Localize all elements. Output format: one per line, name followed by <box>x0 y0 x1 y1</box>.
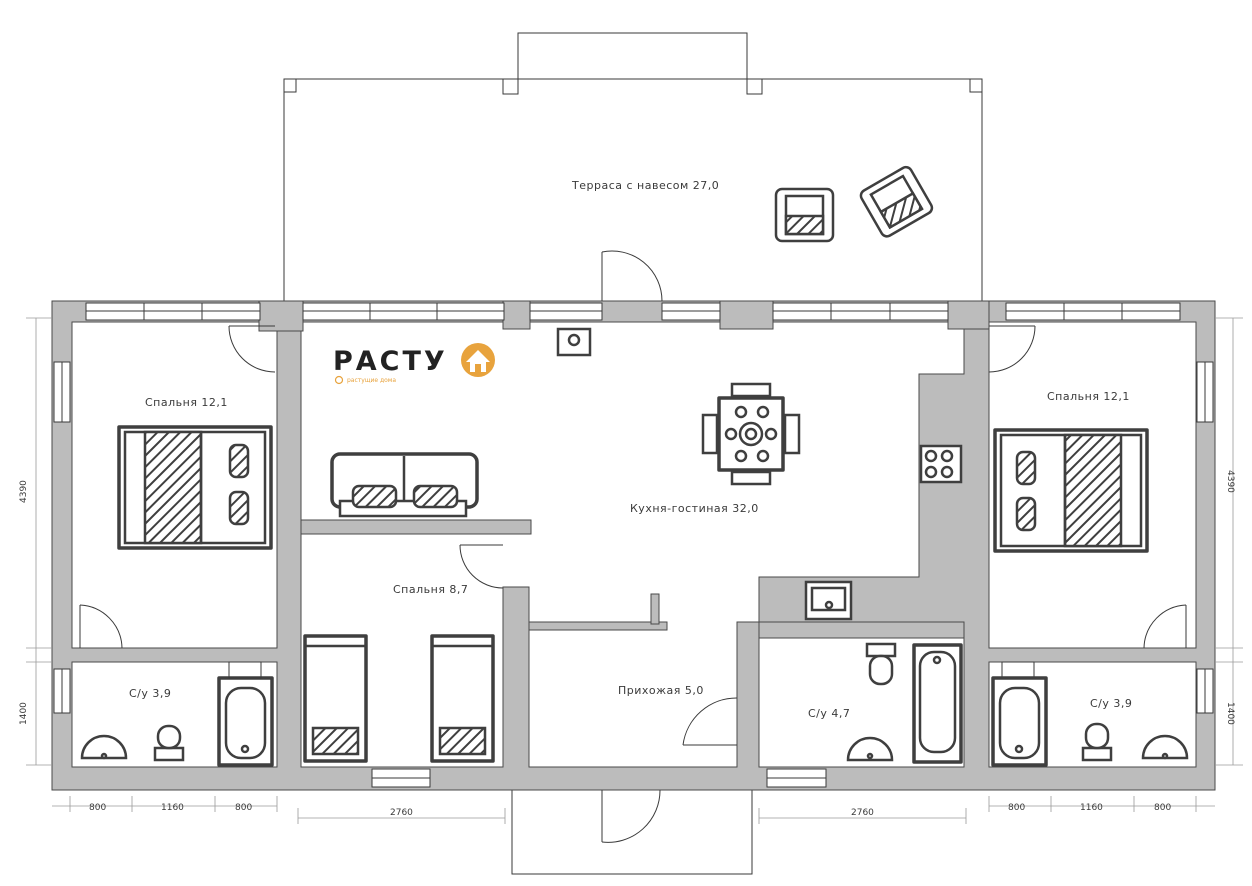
dim-bottom-right-3: 800 <box>1154 803 1171 813</box>
bed <box>117 425 273 550</box>
kitchen-sink <box>804 580 853 621</box>
boiler <box>556 327 592 357</box>
dim-bottom-right-2: 1160 <box>1080 803 1103 813</box>
terrace-post <box>502 78 519 95</box>
dim-bottom-right-1: 800 <box>1008 803 1025 813</box>
brand-tagline: растущие дома <box>347 377 396 384</box>
terrace-steps <box>517 32 748 80</box>
terrace-post <box>969 78 983 93</box>
bed <box>993 428 1149 553</box>
label-hallway: Прихожая 5,0 <box>618 684 704 697</box>
terrace-post <box>746 78 763 95</box>
single-bed <box>303 634 368 763</box>
dim-bottom-left-3: 800 <box>235 803 252 813</box>
pillar <box>502 300 531 330</box>
single-bed <box>430 634 495 763</box>
label-bedroom-right: Спальня 12,1 <box>1047 390 1130 403</box>
windows <box>53 302 1214 788</box>
terrace <box>283 32 983 302</box>
toilet <box>153 724 185 762</box>
back-porch <box>511 790 753 875</box>
label-bedroom-left: Спальня 12,1 <box>145 396 228 409</box>
label-bath-middle: С/у 4,7 <box>808 707 850 720</box>
sofa <box>330 452 479 518</box>
washbasin <box>80 734 128 760</box>
dim-bottom-middle-left: 2760 <box>390 808 413 818</box>
dim-bottom-left-2: 1160 <box>161 803 184 813</box>
label-terrace: Терраса с навесом 27,0 <box>571 179 719 192</box>
dim-bottom-middle-right: 2760 <box>851 808 874 818</box>
bath-wall-stub <box>228 661 262 679</box>
dim-right-upper: 4390 <box>1225 470 1235 493</box>
label-kitchen-living: Кухня-гостиная 32,0 <box>630 502 759 515</box>
dim-left-lower: 1400 <box>19 702 29 725</box>
dim-right-lower: 1400 <box>1225 702 1235 725</box>
label-bedroom-small: Спальня 8,7 <box>393 583 468 596</box>
bathtub <box>991 676 1048 767</box>
washbasin <box>1141 734 1189 760</box>
stove <box>919 444 963 484</box>
doors <box>79 250 1187 843</box>
bath-wall-stub <box>1001 661 1035 679</box>
label-bath-right: С/у 3,9 <box>1090 697 1132 710</box>
toilet <box>865 642 897 686</box>
kitchen-partition <box>650 593 660 625</box>
toilet <box>1081 722 1113 762</box>
dim-left-upper: 4390 <box>19 480 29 503</box>
brand-name: РАСТУ <box>333 346 448 377</box>
armchair <box>859 165 934 238</box>
bathtub <box>217 676 274 767</box>
dim-bottom-left-1: 800 <box>89 803 106 813</box>
terrace-post <box>283 78 297 93</box>
pillar <box>947 300 990 330</box>
washbasin <box>846 736 894 762</box>
dimension-lines <box>26 317 1243 824</box>
label-bath-left: С/у 3,9 <box>129 687 171 700</box>
pillar <box>719 300 774 330</box>
kitchen-partition <box>528 621 668 631</box>
brand-logo: РАСТУ растущие дома <box>333 343 495 385</box>
corridor-wall <box>300 519 532 535</box>
armchair <box>774 187 835 243</box>
house-icon <box>461 343 495 377</box>
bathtub <box>912 643 963 764</box>
bath-wall <box>758 621 965 639</box>
dining-table <box>701 382 801 486</box>
